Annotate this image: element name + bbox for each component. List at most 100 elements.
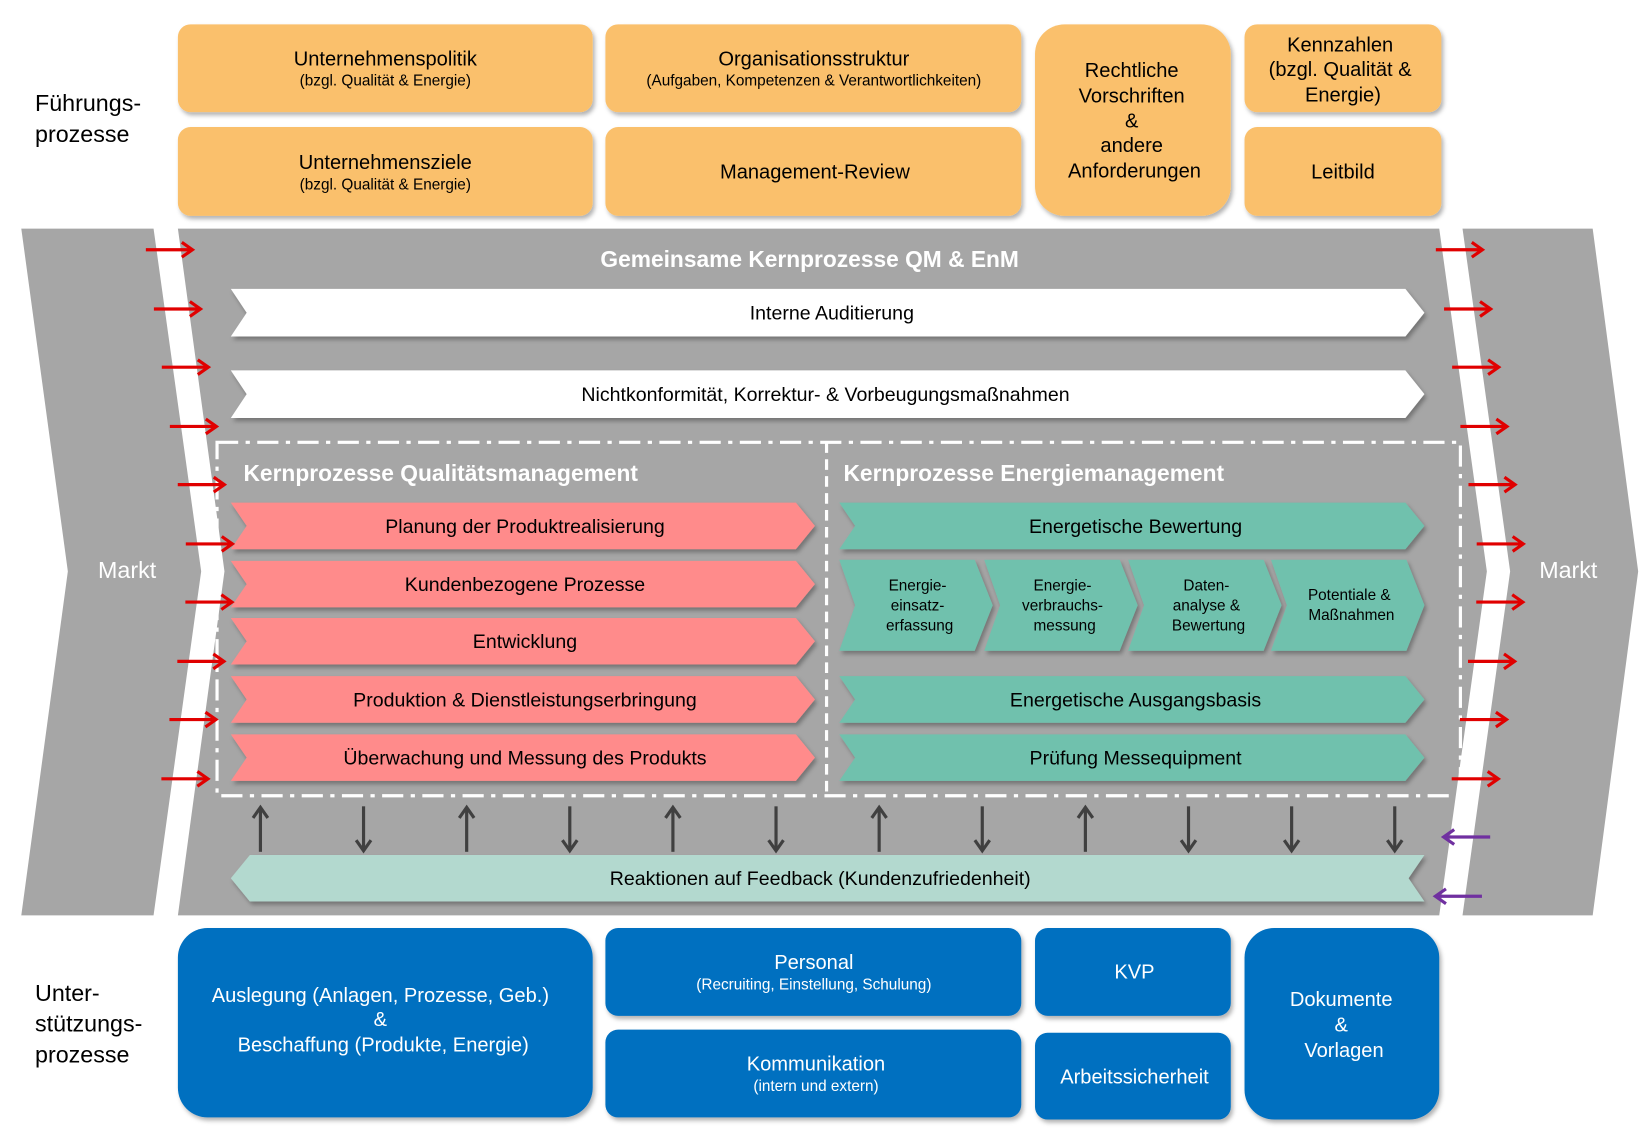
arrow-right-icon — [1444, 300, 1494, 318]
arrow-right-icon — [161, 770, 211, 788]
process-bar — [839, 676, 1425, 723]
box-text-line: Kennzahlen — [1287, 35, 1393, 57]
arrow-right-icon — [1468, 475, 1518, 494]
process-bar — [230, 502, 815, 550]
arrow-right-icon — [177, 652, 227, 671]
step-chevron — [1128, 559, 1282, 651]
box-title: Unternehmensziele — [299, 152, 472, 174]
arrow-head — [973, 839, 991, 854]
leadership-box-management-review: Management-Review — [605, 126, 1022, 216]
leadership-label-line: prozesse — [35, 121, 129, 147]
step-label-line: Daten- — [1183, 577, 1229, 594]
step-label: Energie- einsatz- erfassung — [886, 577, 953, 634]
arrow-head — [870, 804, 888, 819]
arrow-right-icon — [1435, 241, 1486, 259]
box-text-line: Rechtliche — [1085, 60, 1179, 82]
arrow-head — [1179, 839, 1198, 854]
box-title: Kommunikation — [747, 1054, 886, 1076]
arrow-up-icon — [251, 804, 270, 852]
box-text-line: & — [374, 1009, 388, 1031]
process-bar — [230, 288, 1425, 337]
box-title: Management-Review — [720, 162, 910, 184]
process-label: Kundenbezogene Prozesse — [405, 574, 645, 596]
step-label-line: Bewertung — [1172, 618, 1245, 635]
box-text-line: Beschaffung (Produkte, Energie) — [238, 1035, 529, 1057]
quality-process: Überwachung und Messung des Produkts — [230, 734, 815, 781]
box-subtitle: (Recruiting, Einstellung, Schulung) — [696, 976, 931, 993]
energy-step: Energie- einsatz- erfassung — [839, 559, 993, 651]
arrow-head — [1495, 417, 1510, 436]
arrow-head — [1440, 828, 1456, 846]
arrow-head — [251, 804, 270, 819]
step-label-line: Potentiale & — [1308, 587, 1391, 604]
arrow-down-icon — [1282, 806, 1301, 854]
arrow-head — [354, 839, 373, 854]
arrow-right-icon — [1460, 417, 1510, 436]
arrow-head — [1487, 358, 1502, 376]
box-title: Personal — [774, 952, 853, 974]
energy-process: Energetische Ausgangsbasis — [839, 676, 1425, 723]
arrow-right-icon — [1452, 358, 1502, 376]
support-label: Unter- stützungs- prozesse — [35, 980, 149, 1067]
arrow-head — [180, 241, 196, 259]
arrow-head — [196, 770, 211, 788]
leadership-processes: Führungs- prozesse Unternehmenspolitik (… — [35, 24, 1442, 216]
arrow-right-icon — [1459, 710, 1510, 729]
leadership-box-unternehmenspolitik: Unternehmenspolitik (bzgl. Qualität & En… — [177, 24, 593, 113]
arrow-layer — [145, 241, 1527, 905]
support-box-personal: Personal (Recruiting, Einstellung, Schul… — [605, 928, 1022, 1016]
process-label: Interne Auditierung — [750, 303, 914, 325]
energy-step: Potentiale & Maßnahmen — [1270, 559, 1425, 651]
support-label-line: prozesse — [35, 1041, 129, 1067]
arrow-head — [1076, 804, 1095, 819]
arrow-right-icon — [169, 710, 219, 729]
specific-processes-frame — [215, 440, 1462, 798]
leadership-box-kennzahlen: Kennzahlen (bzgl. Qualität & Energie) — [1244, 24, 1442, 113]
arrow-head — [196, 358, 212, 376]
box-background — [605, 126, 1022, 216]
energy-process: Prüfung Messequipment — [839, 734, 1425, 781]
box-title: Unternehmenspolitik — [294, 49, 478, 71]
step-label-line: erfassung — [886, 618, 953, 635]
arrow-down-icon — [354, 806, 373, 854]
support-box-kommunikation: Kommunikation (intern und extern) — [605, 1029, 1022, 1118]
arrow-head — [457, 804, 476, 819]
leadership-box-rechtliche-vorschriften: Rechtliche Vorschriften & andere Anforde… — [1035, 24, 1231, 216]
energy-step: Energie- verbrauchs- messung — [984, 559, 1138, 651]
arrow-down-icon — [973, 806, 991, 854]
box-title: Leitbild — [1311, 162, 1375, 184]
leadership-box-organisationsstruktur: Organisationsstruktur (Aufgaben, Kompete… — [605, 24, 1022, 113]
arrow-head — [188, 300, 204, 318]
arrow-up-icon — [870, 804, 888, 852]
arrow-right-icon — [1476, 593, 1526, 611]
arrow-head — [1282, 839, 1301, 854]
process-bar — [839, 502, 1425, 550]
step-label-line: Energie- — [889, 577, 947, 594]
box-text: Rechtliche Vorschriften & andere Anforde… — [1068, 60, 1201, 183]
arrow-head — [1503, 652, 1518, 671]
box-subtitle: (intern und extern) — [753, 1078, 878, 1095]
box-background — [1244, 126, 1442, 216]
box-background — [1035, 1032, 1231, 1120]
arrow-head — [561, 839, 579, 854]
feedback-process: Reaktionen auf Feedback (Kundenzufrieden… — [230, 855, 1425, 902]
step-chevron — [984, 559, 1138, 651]
arrow-up-icon — [457, 804, 476, 852]
support-processes: Unter- stützungs- prozesse Auslegung (An… — [35, 928, 1440, 1120]
box-text-line: & — [1125, 111, 1139, 133]
step-label: Energie- verbrauchs- messung — [1022, 577, 1107, 634]
support-label-line: Unter- — [35, 980, 100, 1006]
step-label-line: verbrauchs- — [1022, 598, 1103, 615]
process-label: Planung der Produktrealisierung — [385, 516, 664, 538]
step-label-line: analyse & — [1173, 598, 1240, 615]
box-title: KVP — [1114, 961, 1154, 983]
quality-section-title: Kernprozesse Qualitätsmanagement — [244, 460, 639, 486]
process-bar — [230, 617, 815, 665]
energy-step: Daten- analyse & Bewertung — [1128, 559, 1282, 651]
quality-process: Produktion & Dienstleistungserbringung — [230, 676, 815, 723]
box-text: Dokumente & Vorlagen — [1290, 989, 1398, 1062]
arrow-head — [1386, 839, 1404, 854]
market-outbound-chevron — [1462, 228, 1639, 916]
arrow-right-icon — [145, 241, 196, 259]
step-label-line: Energie- — [1034, 577, 1092, 594]
